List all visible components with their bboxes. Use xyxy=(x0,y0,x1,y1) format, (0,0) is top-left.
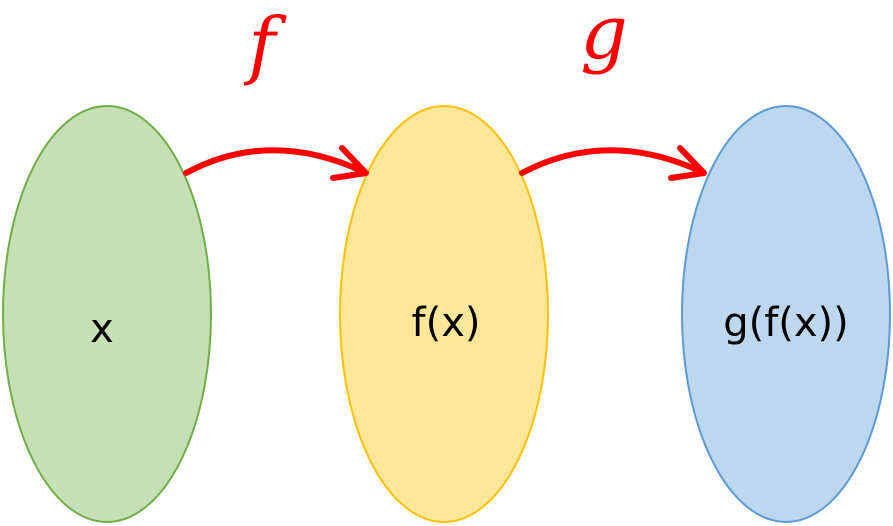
function-f-label: f xyxy=(243,2,287,88)
intermediate-set-label: f(x) xyxy=(412,300,481,346)
f-arrow xyxy=(183,145,369,181)
f-arrow-head xyxy=(330,145,369,181)
g-arrow-curve xyxy=(519,147,705,176)
domain-set-label: x xyxy=(90,306,114,352)
codomain-set-label: g(f(x)) xyxy=(723,300,849,346)
domain-set-ellipse xyxy=(2,105,212,523)
codomain-set-ellipse xyxy=(681,105,891,523)
f-arrow-curve xyxy=(183,147,367,176)
intermediate-set-ellipse xyxy=(339,105,549,523)
g-arrow-head xyxy=(668,145,707,181)
g-arrow xyxy=(519,145,707,181)
function-g-label: g xyxy=(580,0,627,76)
